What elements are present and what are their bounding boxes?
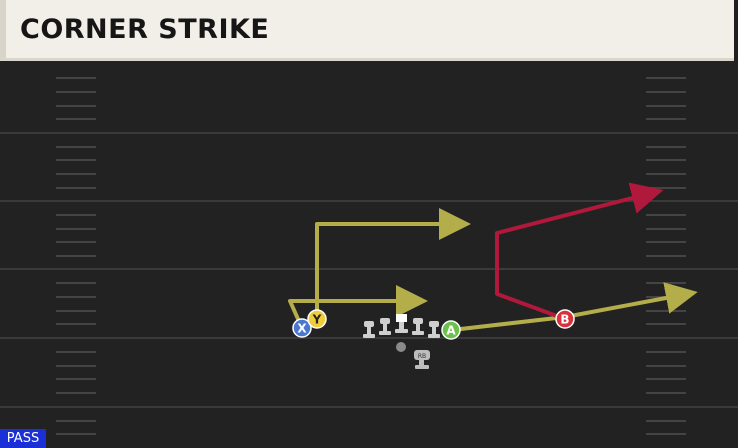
route-b xyxy=(495,182,664,321)
lineman-icon xyxy=(363,321,375,338)
player-rb-label: RB xyxy=(418,353,426,360)
routes xyxy=(288,182,698,332)
lineman-icon xyxy=(379,318,391,335)
play-type-badge: PASS xyxy=(0,429,46,448)
player-x: X xyxy=(292,318,312,338)
lineman-icon xyxy=(428,321,440,338)
lineman-icon xyxy=(412,318,424,335)
play-title-bar: CORNER STRIKE xyxy=(0,0,734,61)
quarterback-marker xyxy=(396,342,406,352)
hash-marks xyxy=(56,77,686,435)
center-icon xyxy=(395,314,408,333)
running-back: RB xyxy=(414,350,430,369)
route-x xyxy=(288,285,428,330)
player-y-label: Y xyxy=(312,313,322,327)
route-y xyxy=(315,208,471,321)
play-field: RB X Y A B xyxy=(0,61,738,448)
offensive-line xyxy=(363,314,440,338)
play-title: CORNER STRIKE xyxy=(20,14,270,45)
player-a-label: A xyxy=(446,324,456,338)
player-y: Y xyxy=(307,309,327,329)
play-diagram: RB X Y A B xyxy=(0,77,738,435)
player-a: A xyxy=(441,320,461,340)
player-b: B xyxy=(555,309,575,329)
player-b-label: B xyxy=(560,313,569,327)
yard-lines xyxy=(0,132,738,408)
player-x-label: X xyxy=(297,322,307,336)
